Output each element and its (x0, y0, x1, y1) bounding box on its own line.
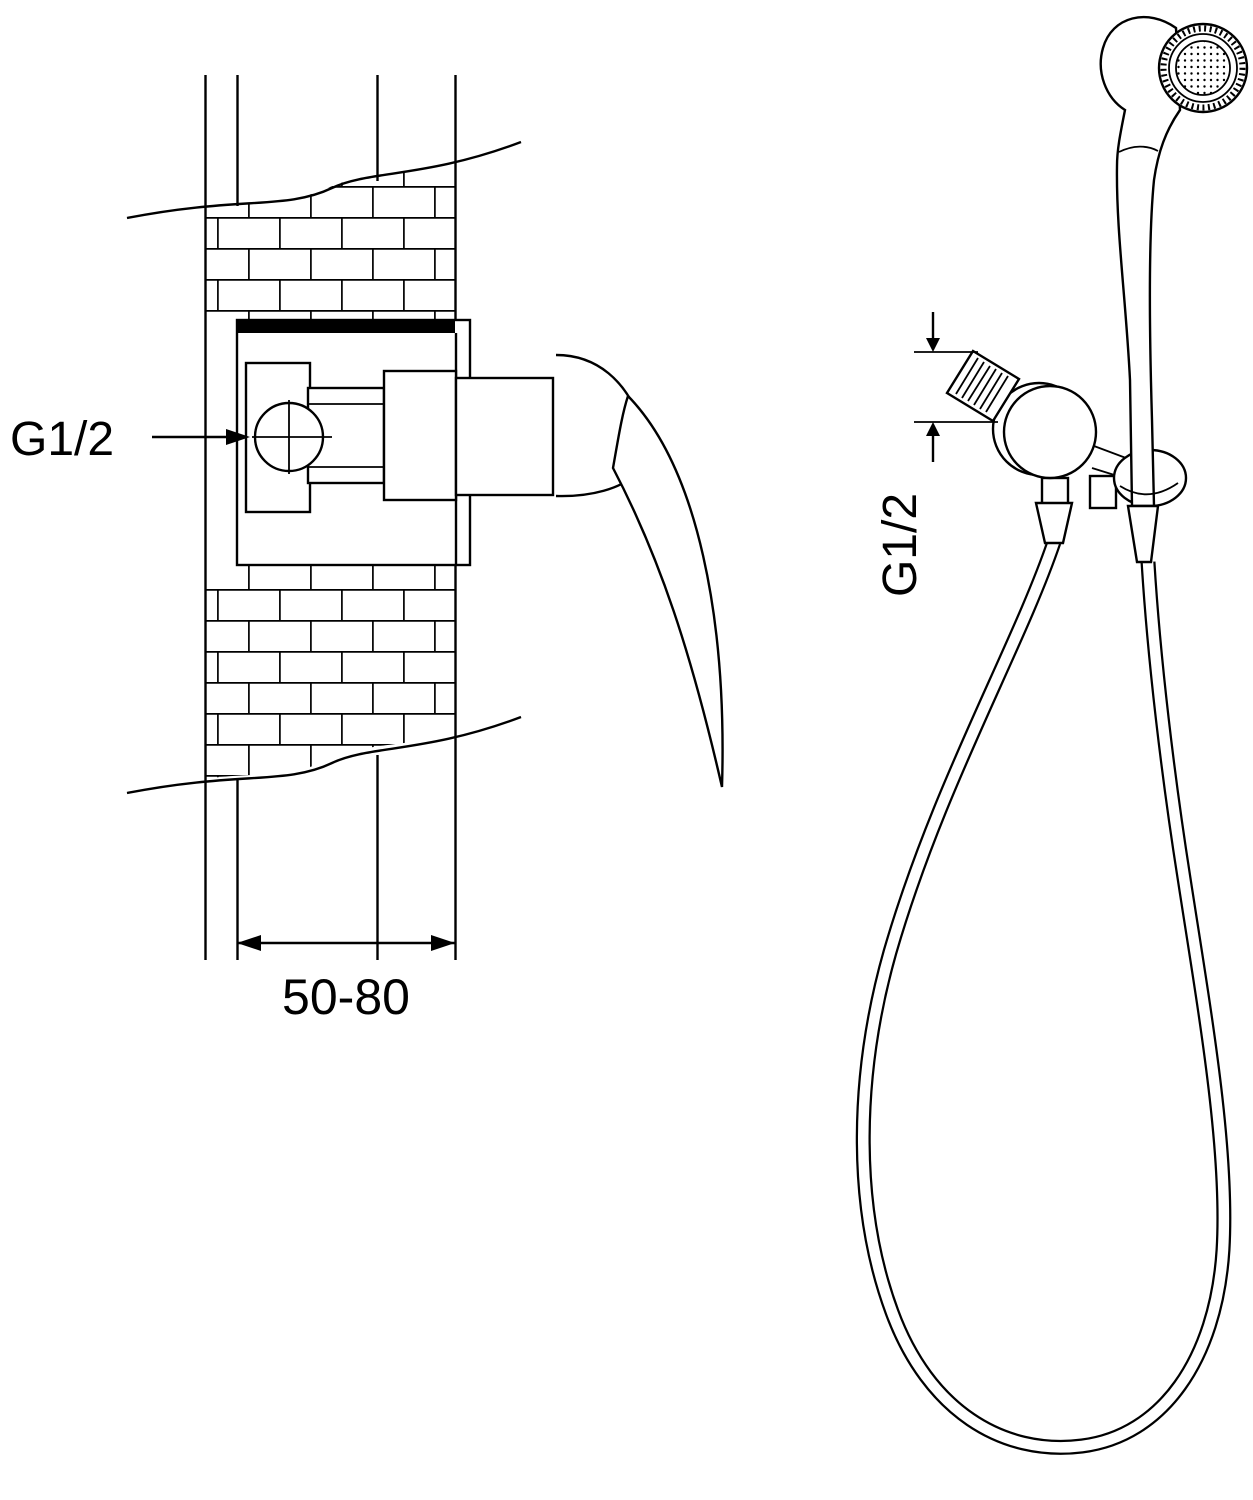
left-thread-label: G1/2 (10, 413, 114, 466)
concealed-valve (244, 361, 555, 514)
right-dim-arrowhead-bottom (926, 422, 940, 436)
depth-dimension-text: 50-80 (282, 969, 410, 1025)
escutcheon-front (1002, 384, 1098, 480)
sprayer-hose-cone (1126, 504, 1160, 564)
hose-outline (855, 539, 1232, 1455)
depth-arrow-right (431, 935, 455, 951)
valve-handle (555, 353, 724, 788)
wall-outlet (945, 349, 1098, 545)
left-leader-arrowhead (226, 429, 250, 445)
holder-cup-front-rim (1119, 482, 1179, 496)
valve-cartridge (382, 369, 458, 502)
shower-hose (855, 539, 1232, 1455)
brick-hatch-upper (205, 162, 455, 331)
break-line-top (126, 140, 522, 220)
break-line-bottom (126, 715, 522, 795)
wall-section (126, 75, 522, 960)
right-dim-arrowhead-top (926, 338, 940, 352)
valve-trim-block (454, 376, 555, 497)
depth-arrow-left (237, 935, 261, 951)
mounting-box-top-bar (237, 320, 455, 333)
holder-pivot (1088, 474, 1118, 510)
thread-hatching (955, 357, 1009, 413)
hose-core (858, 540, 1230, 1453)
left-thread-callout: G1/2 (10, 413, 250, 466)
brick-hatch-lower (205, 566, 455, 779)
sprayer-face-mid-ring (1168, 33, 1238, 103)
holder-arm-top (1093, 445, 1127, 459)
sprayer-nozzle-face (1175, 40, 1231, 96)
thread-nipple (945, 349, 1021, 423)
sprayer-face-knurl-ring (1160, 25, 1246, 111)
handle-blade (611, 393, 724, 788)
hand-sprayer (1099, 15, 1249, 564)
outlet-hose-nut (1040, 476, 1070, 506)
right-thread-dimension: G1/2 (874, 312, 998, 597)
sprayer-neck-ridge (1118, 145, 1159, 153)
right-thread-label: G1/2 (874, 493, 927, 597)
outlet-hose-cone (1034, 501, 1074, 545)
sprayer-body (1099, 15, 1182, 508)
depth-dimension: 50-80 (237, 935, 456, 1025)
